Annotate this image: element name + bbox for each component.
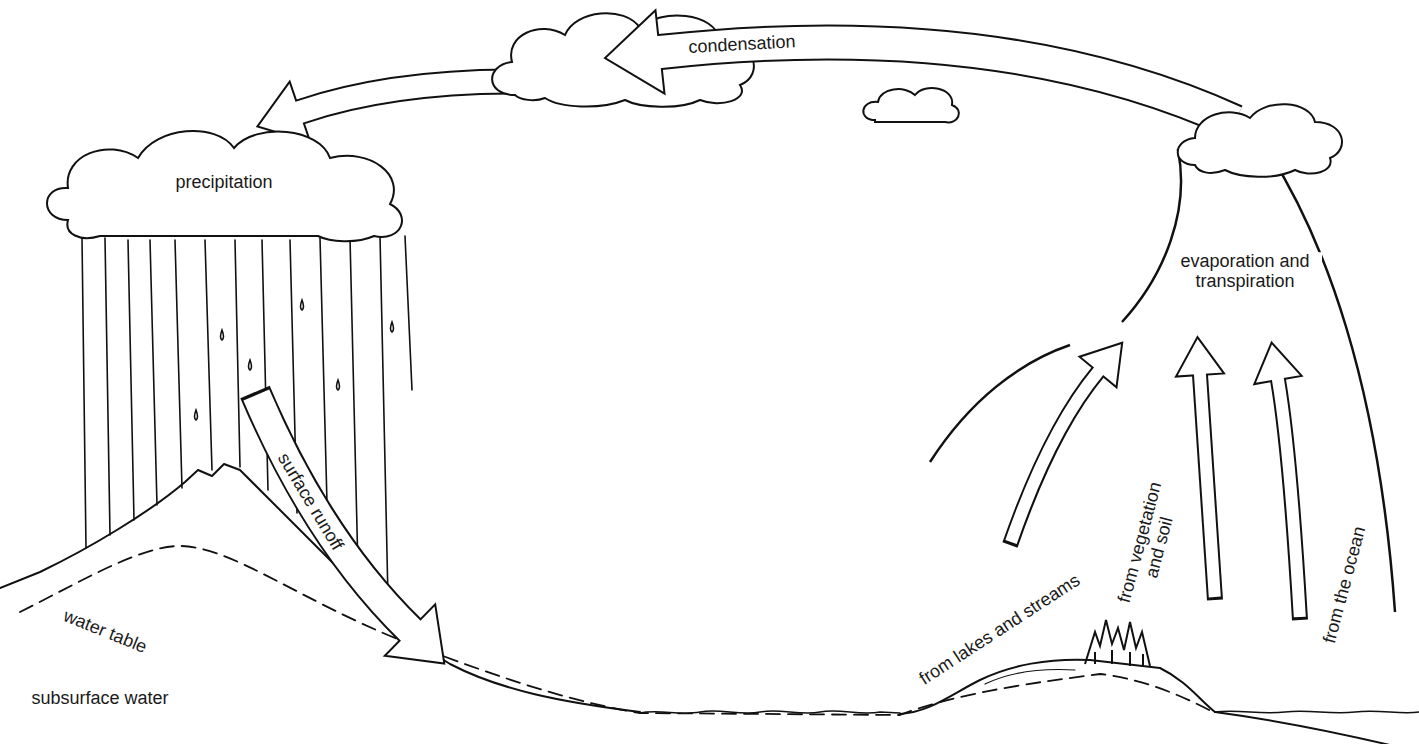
lakes-arrow bbox=[1010, 343, 1122, 545]
arrow-shaft-inner bbox=[1011, 367, 1102, 542]
water-table-line bbox=[20, 546, 1215, 715]
vegetation-arrow bbox=[1176, 337, 1224, 600]
process-label: from vegetation and soil bbox=[1112, 470, 1188, 619]
coastline bbox=[1215, 712, 1419, 744]
cloud-label: precipitation bbox=[175, 172, 272, 193]
small-cloud bbox=[863, 88, 959, 122]
runoff-arrow bbox=[255, 392, 444, 664]
tree-cluster bbox=[1085, 620, 1150, 666]
cloud-shape bbox=[47, 131, 402, 241]
process-label: subsurface water bbox=[29, 689, 170, 709]
arrow-shaft-inner bbox=[1200, 369, 1215, 597]
island-ridge bbox=[985, 670, 1075, 684]
process-label: evaporation and transpiration bbox=[1168, 252, 1322, 292]
arrow-shaft-inner bbox=[1277, 374, 1300, 617]
process-label: from the ocean bbox=[1319, 523, 1370, 648]
arrow-shaft-inner bbox=[256, 395, 414, 634]
ocean-arrow bbox=[1254, 343, 1301, 621]
cloud-node: precipitation bbox=[38, 120, 410, 245]
condensation-arrow bbox=[605, 10, 1235, 122]
rain bbox=[82, 236, 412, 599]
process-label: water table bbox=[59, 606, 152, 659]
sea-surface bbox=[1215, 711, 1419, 713]
rain-drops bbox=[195, 300, 394, 420]
rain-lines bbox=[82, 236, 412, 599]
right-cloud bbox=[1178, 104, 1342, 177]
trees bbox=[1085, 620, 1150, 666]
